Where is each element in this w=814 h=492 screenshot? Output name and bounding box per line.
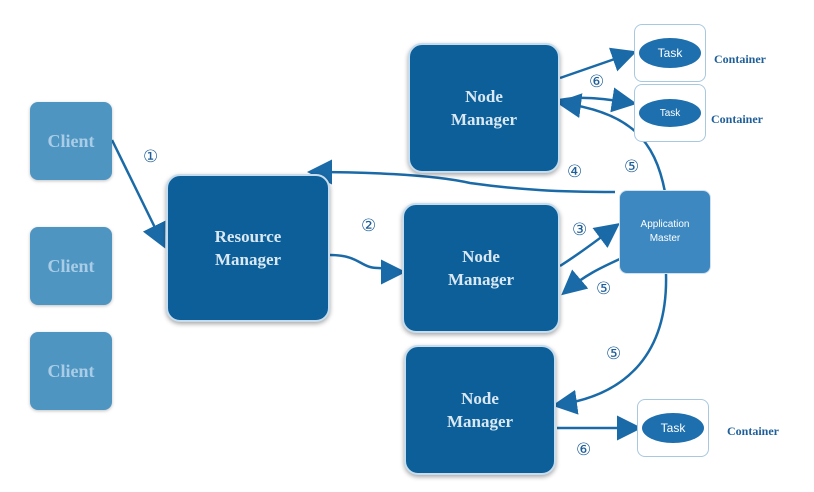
arrow-client-to-rm — [110, 139, 166, 249]
node-manager-label: Node Manager — [450, 87, 518, 129]
node-manager-middle: Node Manager — [402, 203, 560, 333]
container-label: Container — [714, 52, 766, 66]
step-3-label: ③ — [572, 220, 588, 240]
task-ellipse: Task — [642, 413, 704, 443]
step-6-label: ⑥ — [589, 72, 605, 92]
arrow-am-to-nm-middle — [561, 256, 623, 296]
task-label: Task — [660, 421, 686, 435]
application-master-box: Application Master — [619, 190, 711, 274]
node-manager-label: Node Manager — [446, 389, 514, 431]
arrow-rm-to-nm-middle — [329, 253, 406, 285]
client-label: Client — [47, 130, 95, 151]
step-1-label: ① — [143, 147, 159, 167]
node-manager-bottom: Node Manager — [404, 345, 556, 475]
arrow-nm-top-to-container2 — [559, 87, 637, 113]
step-4-label: ④ — [567, 162, 583, 182]
step-2-label: ② — [361, 216, 377, 236]
client-box-2: Client — [30, 227, 112, 305]
task-label: Task — [657, 46, 683, 60]
arrow-nm-to-am — [559, 222, 620, 268]
node-manager-label: Node Manager — [447, 247, 515, 289]
task-ellipse: Task — [639, 38, 701, 68]
container-box-2: Task — [634, 84, 706, 142]
arrow-nm-top-to-container — [559, 47, 637, 80]
arrow-am-to-rm — [307, 159, 616, 194]
task-ellipse: Task — [639, 99, 701, 127]
container-box-1: Task — [634, 24, 706, 82]
step-6-label: ⑥ — [576, 440, 592, 460]
container-label: Container — [711, 112, 763, 126]
resource-manager-box: Resource Manager — [166, 174, 330, 322]
resource-manager-label: Resource Manager — [214, 227, 282, 269]
client-box-1: Client — [30, 102, 112, 180]
task-label: Task — [659, 107, 681, 119]
container-box-3: Task — [637, 399, 709, 457]
step-5-label: ⑤ — [596, 279, 612, 299]
application-master-label: Application Master — [640, 219, 690, 244]
client-box-3: Client — [30, 332, 112, 410]
client-label: Client — [47, 255, 95, 276]
arrow-am-to-nm-bottom — [552, 273, 668, 415]
client-label: Client — [47, 360, 95, 381]
step-5-label: ⑤ — [606, 344, 622, 364]
node-manager-top: Node Manager — [408, 43, 560, 173]
container-label: Container — [727, 424, 779, 438]
step-5-label: ⑤ — [624, 157, 640, 177]
